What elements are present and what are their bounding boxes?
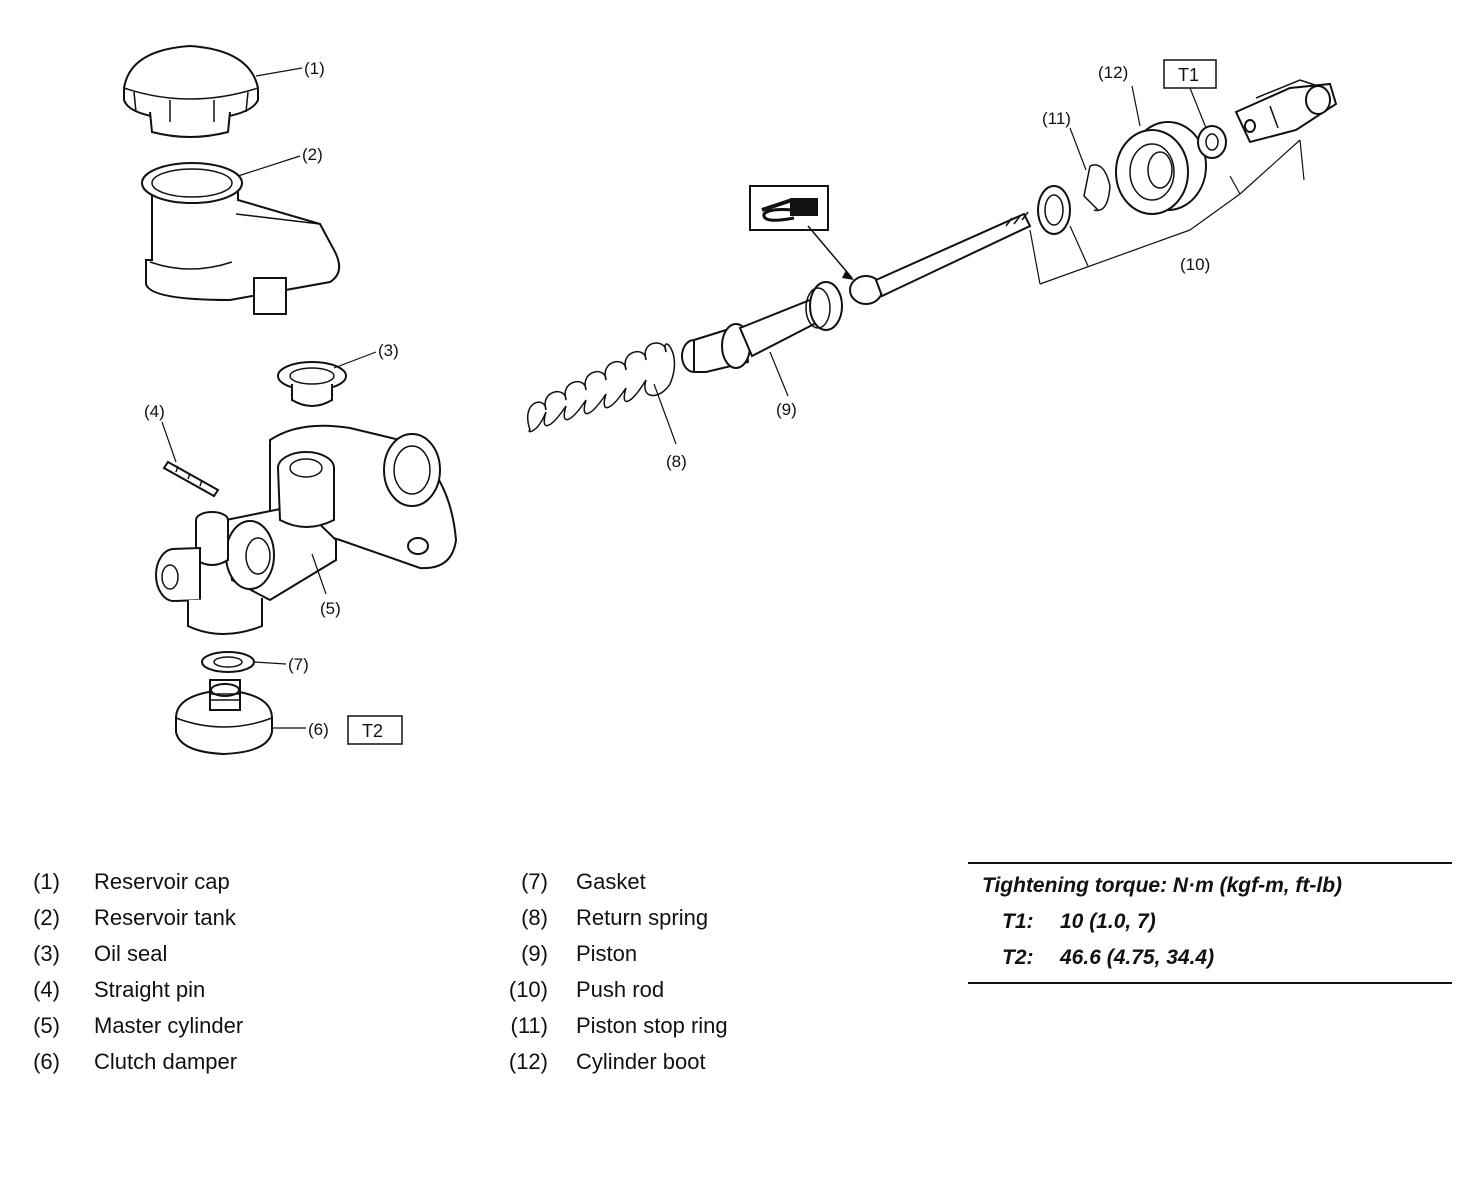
legend-item: (7)Gasket <box>521 869 646 894</box>
legend-item: (9)Piston <box>521 941 638 966</box>
callout-11: (11) <box>1042 109 1071 128</box>
svg-text:T2: T2 <box>362 721 383 741</box>
callout-6: (6) <box>308 720 329 739</box>
callout-9: (9) <box>776 400 797 419</box>
reservoir-cap <box>123 44 303 138</box>
legend-item: (3)Oil seal <box>33 941 168 966</box>
piston-stop-ring <box>1037 127 1111 235</box>
legend-item: (5)Master cylinder <box>33 1013 244 1038</box>
callout-5: (5) <box>320 599 341 618</box>
tightening-torque-table: Tightening torque: N·m (kgf-m, ft-lb) T1… <box>968 862 1452 984</box>
legend-column-1: (1)Reservoir cap (2)Reservoir tank (3)Oi… <box>26 864 243 1080</box>
callout-10: (10) <box>1180 255 1210 274</box>
callout-3: (3) <box>378 341 399 360</box>
torque-row-t2: T2:46.6 (4.75, 34.4) <box>1002 946 1215 969</box>
legend-item: (10)Push rod <box>508 977 665 1002</box>
torque-heading: Tightening torque: N·m (kgf-m, ft-lb) <box>982 874 1343 897</box>
master-cylinder <box>155 424 458 635</box>
callout-4: (4) <box>144 402 165 421</box>
push-rod <box>849 139 1305 305</box>
callout-8: (8) <box>666 452 687 471</box>
callout-1: (1) <box>304 59 325 78</box>
clutch-damper <box>175 679 306 756</box>
straight-pin <box>161 421 220 498</box>
clevis-assembly <box>1189 79 1338 159</box>
callout-2: (2) <box>302 145 323 164</box>
callout-7: (7) <box>288 655 309 674</box>
legend-item: (6)Clutch damper <box>33 1049 238 1074</box>
piston <box>681 281 843 397</box>
torque-tag-t2: T2 <box>347 715 403 745</box>
legend-item: (1)Reservoir cap <box>33 869 230 894</box>
torque-tag-t1: T1 <box>1163 59 1217 89</box>
legend-item: (8)Return spring <box>521 905 709 930</box>
grease-gun-icon <box>749 185 854 280</box>
torque-row-t1: T1:10 (1.0, 7) <box>1002 910 1156 933</box>
exploded-parts-diagram: (1) (2) (3) (4) (5) (7) (6) (8) (9) (10)… <box>123 44 1338 756</box>
return-spring <box>527 342 677 445</box>
legend-item: (11)Piston stop ring <box>510 1013 728 1038</box>
reservoir-tank <box>141 155 341 315</box>
cylinder-boot <box>1115 85 1207 215</box>
legend-column-2: (7)Gasket (8)Return spring (9)Piston (10… <box>500 864 728 1080</box>
legend-item: (2)Reservoir tank <box>33 905 236 930</box>
legend-item: (4)Straight pin <box>33 977 206 1002</box>
oil-seal <box>277 351 377 407</box>
legend-item: (12)Cylinder boot <box>508 1049 706 1074</box>
svg-text:T1: T1 <box>1178 65 1199 85</box>
callout-12: (12) <box>1098 63 1128 82</box>
gasket <box>201 651 287 673</box>
